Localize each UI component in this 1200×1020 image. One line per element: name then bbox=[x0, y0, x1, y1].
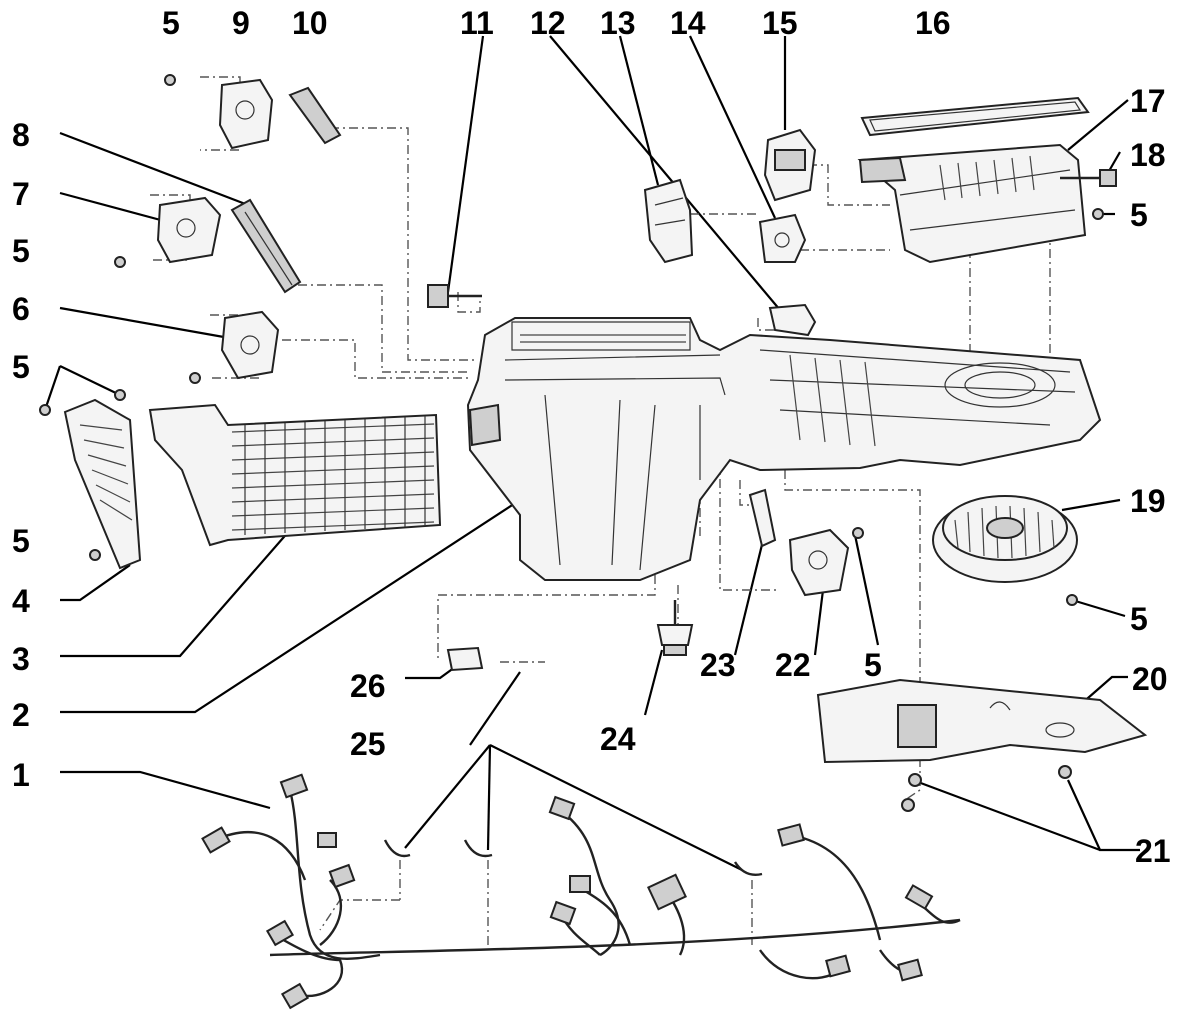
label-18: 18 bbox=[1130, 137, 1166, 173]
label-16: 16 bbox=[915, 5, 951, 41]
label-11: 11 bbox=[460, 5, 494, 41]
label-22: 22 bbox=[775, 647, 811, 683]
label-24: 24 bbox=[600, 721, 636, 757]
label-14: 14 bbox=[670, 5, 706, 41]
item-labels: 1 2 3 4 5 5 6 5 7 8 5 9 10 11 12 13 14 1… bbox=[12, 5, 1171, 869]
label-12: 12 bbox=[530, 5, 566, 41]
label-5-right-lower: 5 bbox=[1130, 601, 1148, 637]
filter-element bbox=[860, 96, 1090, 137]
cover-plate bbox=[816, 678, 1148, 764]
label-9: 9 bbox=[232, 5, 250, 41]
wiring-harness bbox=[201, 773, 961, 1010]
label-8: 8 bbox=[12, 117, 30, 153]
label-10: 10 bbox=[292, 5, 328, 41]
label-6: 6 bbox=[12, 291, 30, 327]
label-5-center: 5 bbox=[864, 647, 882, 683]
seal-10 bbox=[288, 86, 342, 145]
label-5-top: 5 bbox=[162, 5, 180, 41]
bolt bbox=[1060, 169, 1117, 187]
fresh-air-blower bbox=[932, 495, 1078, 583]
filter-housing bbox=[857, 143, 1087, 264]
servo-motor-14 bbox=[758, 213, 807, 263]
label-13: 13 bbox=[600, 5, 636, 41]
servo-motor-13 bbox=[643, 178, 694, 264]
label-25: 25 bbox=[350, 726, 386, 762]
label-5-left-middle: 5 bbox=[12, 349, 30, 385]
cover bbox=[63, 398, 142, 570]
air-distribution-housing bbox=[466, 317, 1102, 581]
label-5-right-upper: 5 bbox=[1130, 197, 1148, 233]
flap-motor-7 bbox=[156, 196, 222, 264]
label-5-left-bottom: 5 bbox=[12, 523, 30, 559]
servo-motor-22 bbox=[788, 528, 850, 597]
label-1: 1 bbox=[12, 757, 30, 793]
label-17: 17 bbox=[1130, 83, 1166, 119]
seal-8 bbox=[230, 198, 302, 294]
servo-motor-15 bbox=[763, 128, 817, 202]
label-5-left-upper: 5 bbox=[12, 233, 30, 269]
label-2: 2 bbox=[12, 697, 30, 733]
lever-23 bbox=[748, 488, 777, 548]
label-3: 3 bbox=[12, 641, 30, 677]
label-4: 4 bbox=[12, 583, 30, 619]
label-23: 23 bbox=[700, 647, 736, 683]
screws bbox=[39, 74, 1104, 812]
drain-valve bbox=[656, 600, 694, 656]
heat-exchanger bbox=[148, 403, 442, 547]
label-20: 20 bbox=[1132, 661, 1168, 697]
flap-motor-9 bbox=[218, 78, 274, 150]
temperature-sender bbox=[427, 284, 482, 308]
sensor bbox=[768, 303, 817, 337]
label-21: 21 bbox=[1135, 833, 1171, 869]
label-26: 26 bbox=[350, 668, 386, 704]
clip-26 bbox=[446, 646, 484, 672]
label-7: 7 bbox=[12, 176, 30, 212]
flap-motor-6 bbox=[220, 310, 280, 380]
label-19: 19 bbox=[1130, 483, 1166, 519]
label-15: 15 bbox=[762, 5, 798, 41]
